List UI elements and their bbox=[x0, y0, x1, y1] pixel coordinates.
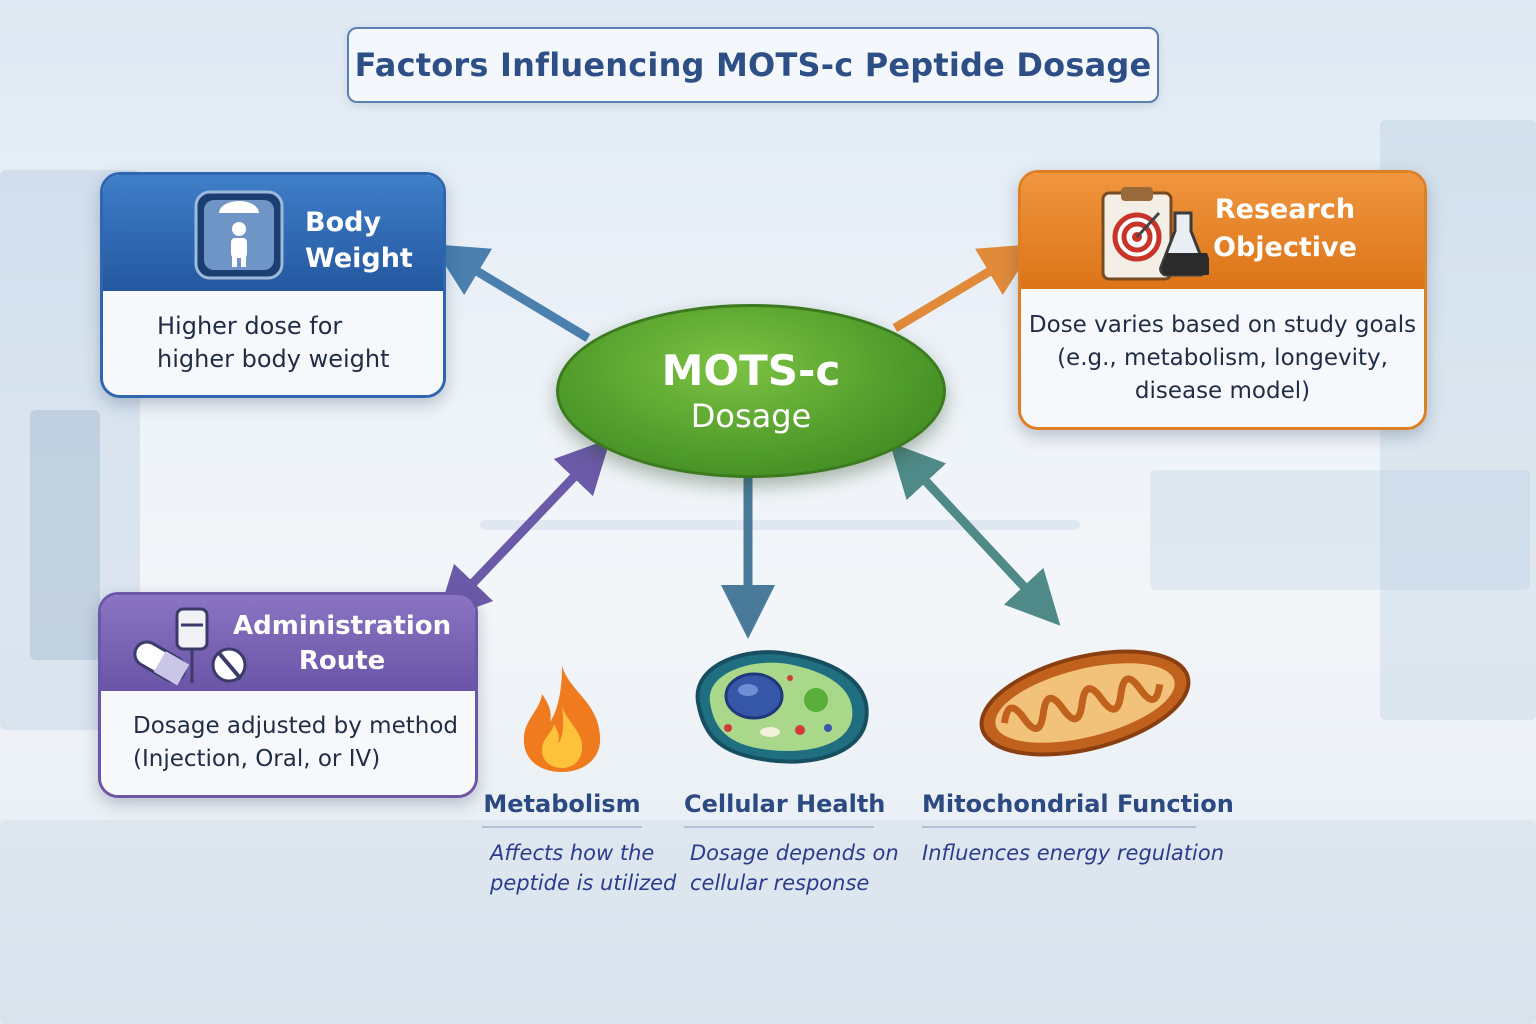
mitochondrion-icon bbox=[979, 649, 1191, 757]
metabolism-desc-line2: peptide is utilized bbox=[490, 871, 677, 895]
research-objective-desc-line2: (e.g., metabolism, longevity, bbox=[1057, 344, 1388, 371]
cell-icon bbox=[695, 650, 869, 764]
metabolism-block: Metabolism Affects how the peptide is ut… bbox=[482, 790, 677, 898]
flame-icon bbox=[523, 666, 601, 772]
pill-iv-bag-syringe-icon bbox=[133, 607, 247, 686]
research-objective-title-line1: Research bbox=[1214, 194, 1356, 225]
research-objective-desc-line3: disease model) bbox=[1134, 377, 1311, 404]
center-node: MOTS-c Dosage bbox=[556, 304, 946, 478]
center-node-line1: MOTS-c bbox=[661, 346, 841, 395]
body-weight-desc-line1: Higher dose for bbox=[157, 312, 343, 340]
administration-route-title-line1: Administration bbox=[233, 611, 452, 641]
cellular-health-block: Cellular Health Dosage depends on cellul… bbox=[684, 790, 899, 898]
cellular-health-title: Cellular Health bbox=[684, 790, 886, 818]
mitochondrial-function-desc-line1: Influences energy regulation bbox=[922, 841, 1225, 865]
administration-route-card: Administration Route Dosage adjusted by … bbox=[98, 592, 478, 798]
person-on-scale-icon bbox=[194, 190, 284, 280]
administration-route-title-line2: Route bbox=[298, 646, 386, 676]
mitochondrial-function-title: Mitochondrial Function bbox=[922, 790, 1234, 818]
administration-route-card-header: Administration Route bbox=[101, 595, 475, 691]
arrow-administration-route bbox=[436, 438, 611, 622]
body-weight-card: Body Weight Higher dose for higher body … bbox=[100, 172, 446, 398]
metabolism-desc-line1: Affects how the bbox=[490, 841, 655, 865]
administration-route-desc-line2: (Injection, Oral, or IV) bbox=[133, 746, 381, 772]
research-objective-title: Research Objective bbox=[1213, 191, 1357, 267]
research-objective-description: Dose varies based on study goals (e.g., … bbox=[1021, 289, 1424, 427]
administration-route-title: Administration Route bbox=[233, 609, 451, 679]
body-weight-title-line1: Body bbox=[305, 207, 382, 238]
cellular-health-desc-line2: cellular response bbox=[690, 871, 870, 895]
research-objective-card-header: Research Objective bbox=[1021, 173, 1424, 289]
cellular-health-desc-line1: Dosage depends on bbox=[690, 841, 899, 865]
arrow-to-body-weight bbox=[431, 244, 591, 342]
arrow-mitochondrial-function bbox=[889, 442, 1061, 626]
administration-route-description: Dosage adjusted by method (Injection, Or… bbox=[101, 691, 475, 795]
clipboard-target-flask-icon bbox=[1101, 187, 1209, 281]
mitochondrial-function-divider bbox=[922, 826, 1196, 828]
body-weight-card-header: Body Weight bbox=[103, 175, 443, 291]
center-node-line2: Dosage bbox=[690, 397, 812, 435]
cellular-health-divider bbox=[684, 826, 874, 828]
mitochondrial-function-block: Mitochondrial Function Influences energy… bbox=[922, 790, 1234, 868]
body-weight-title: Body Weight bbox=[305, 205, 413, 277]
administration-route-desc-line1: Dosage adjusted by method bbox=[133, 713, 458, 739]
body-weight-title-line2: Weight bbox=[305, 243, 413, 274]
metabolism-title: Metabolism bbox=[483, 790, 641, 818]
metabolism-divider bbox=[482, 826, 642, 828]
arrow-to-research-objective bbox=[892, 244, 1036, 332]
diagram-title-box: Factors Influencing MOTS-c Peptide Dosag… bbox=[347, 27, 1159, 103]
body-weight-description: Higher dose for higher body weight bbox=[103, 291, 443, 395]
research-objective-desc-line1: Dose varies based on study goals bbox=[1028, 311, 1417, 338]
diagram-title: Factors Influencing MOTS-c Peptide Dosag… bbox=[354, 46, 1152, 84]
body-weight-desc-line2: higher body weight bbox=[157, 345, 390, 373]
research-objective-card: Research Objective Dose varies based on … bbox=[1018, 170, 1427, 430]
research-objective-title-line2: Objective bbox=[1213, 232, 1357, 263]
